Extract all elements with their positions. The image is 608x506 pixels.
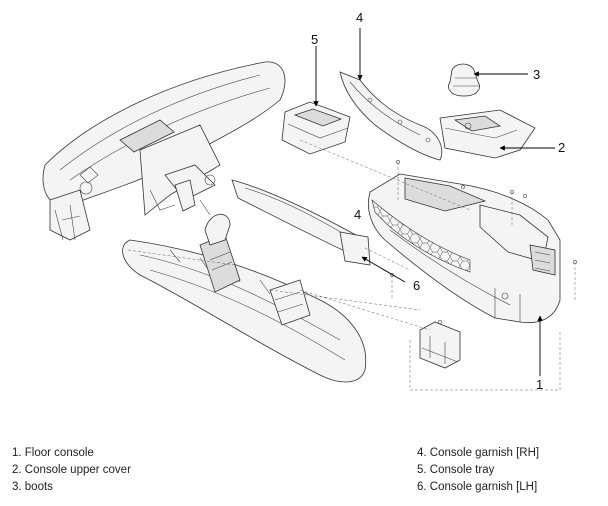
callout-3: 3 [533, 67, 540, 82]
shift-boots [448, 63, 480, 97]
legend-item-console-upper-cover: 2. Console upper cover [12, 464, 131, 476]
console-upper-cover [439, 109, 536, 159]
assembly-guides [127, 139, 576, 391]
legend-item-console-garnish-rh: 4. Console garnish [RH] [417, 447, 540, 459]
leader-lines [313, 28, 555, 376]
floor-console [368, 173, 561, 324]
callout-4: 4 [356, 10, 363, 25]
callout-1: 1 [536, 377, 543, 392]
console-bracket [419, 321, 461, 369]
floor-tunnel [122, 213, 367, 383]
legend-item-console-garnish-lh: 6. Console garnish [LH] [417, 481, 538, 493]
callout-5: 5 [311, 32, 318, 47]
console-tray [281, 101, 351, 155]
exploded-parts-diagram: 4 5 3 2 4 6 1 [42, 10, 577, 392]
console-garnish-rh [339, 71, 443, 161]
dashboard-panel [42, 61, 286, 241]
callout-4-lower: 4 [354, 207, 361, 222]
legend-item-floor-console: 1. Floor console [12, 447, 94, 459]
legend-item-boots: 3. boots [12, 481, 53, 493]
callout-2: 2 [558, 140, 565, 155]
console-garnish-lh [231, 179, 371, 266]
callout-6: 6 [413, 278, 420, 293]
legend-item-console-tray: 5. Console tray [417, 464, 495, 476]
callout-numbers: 4 5 3 2 4 6 1 [311, 10, 565, 392]
